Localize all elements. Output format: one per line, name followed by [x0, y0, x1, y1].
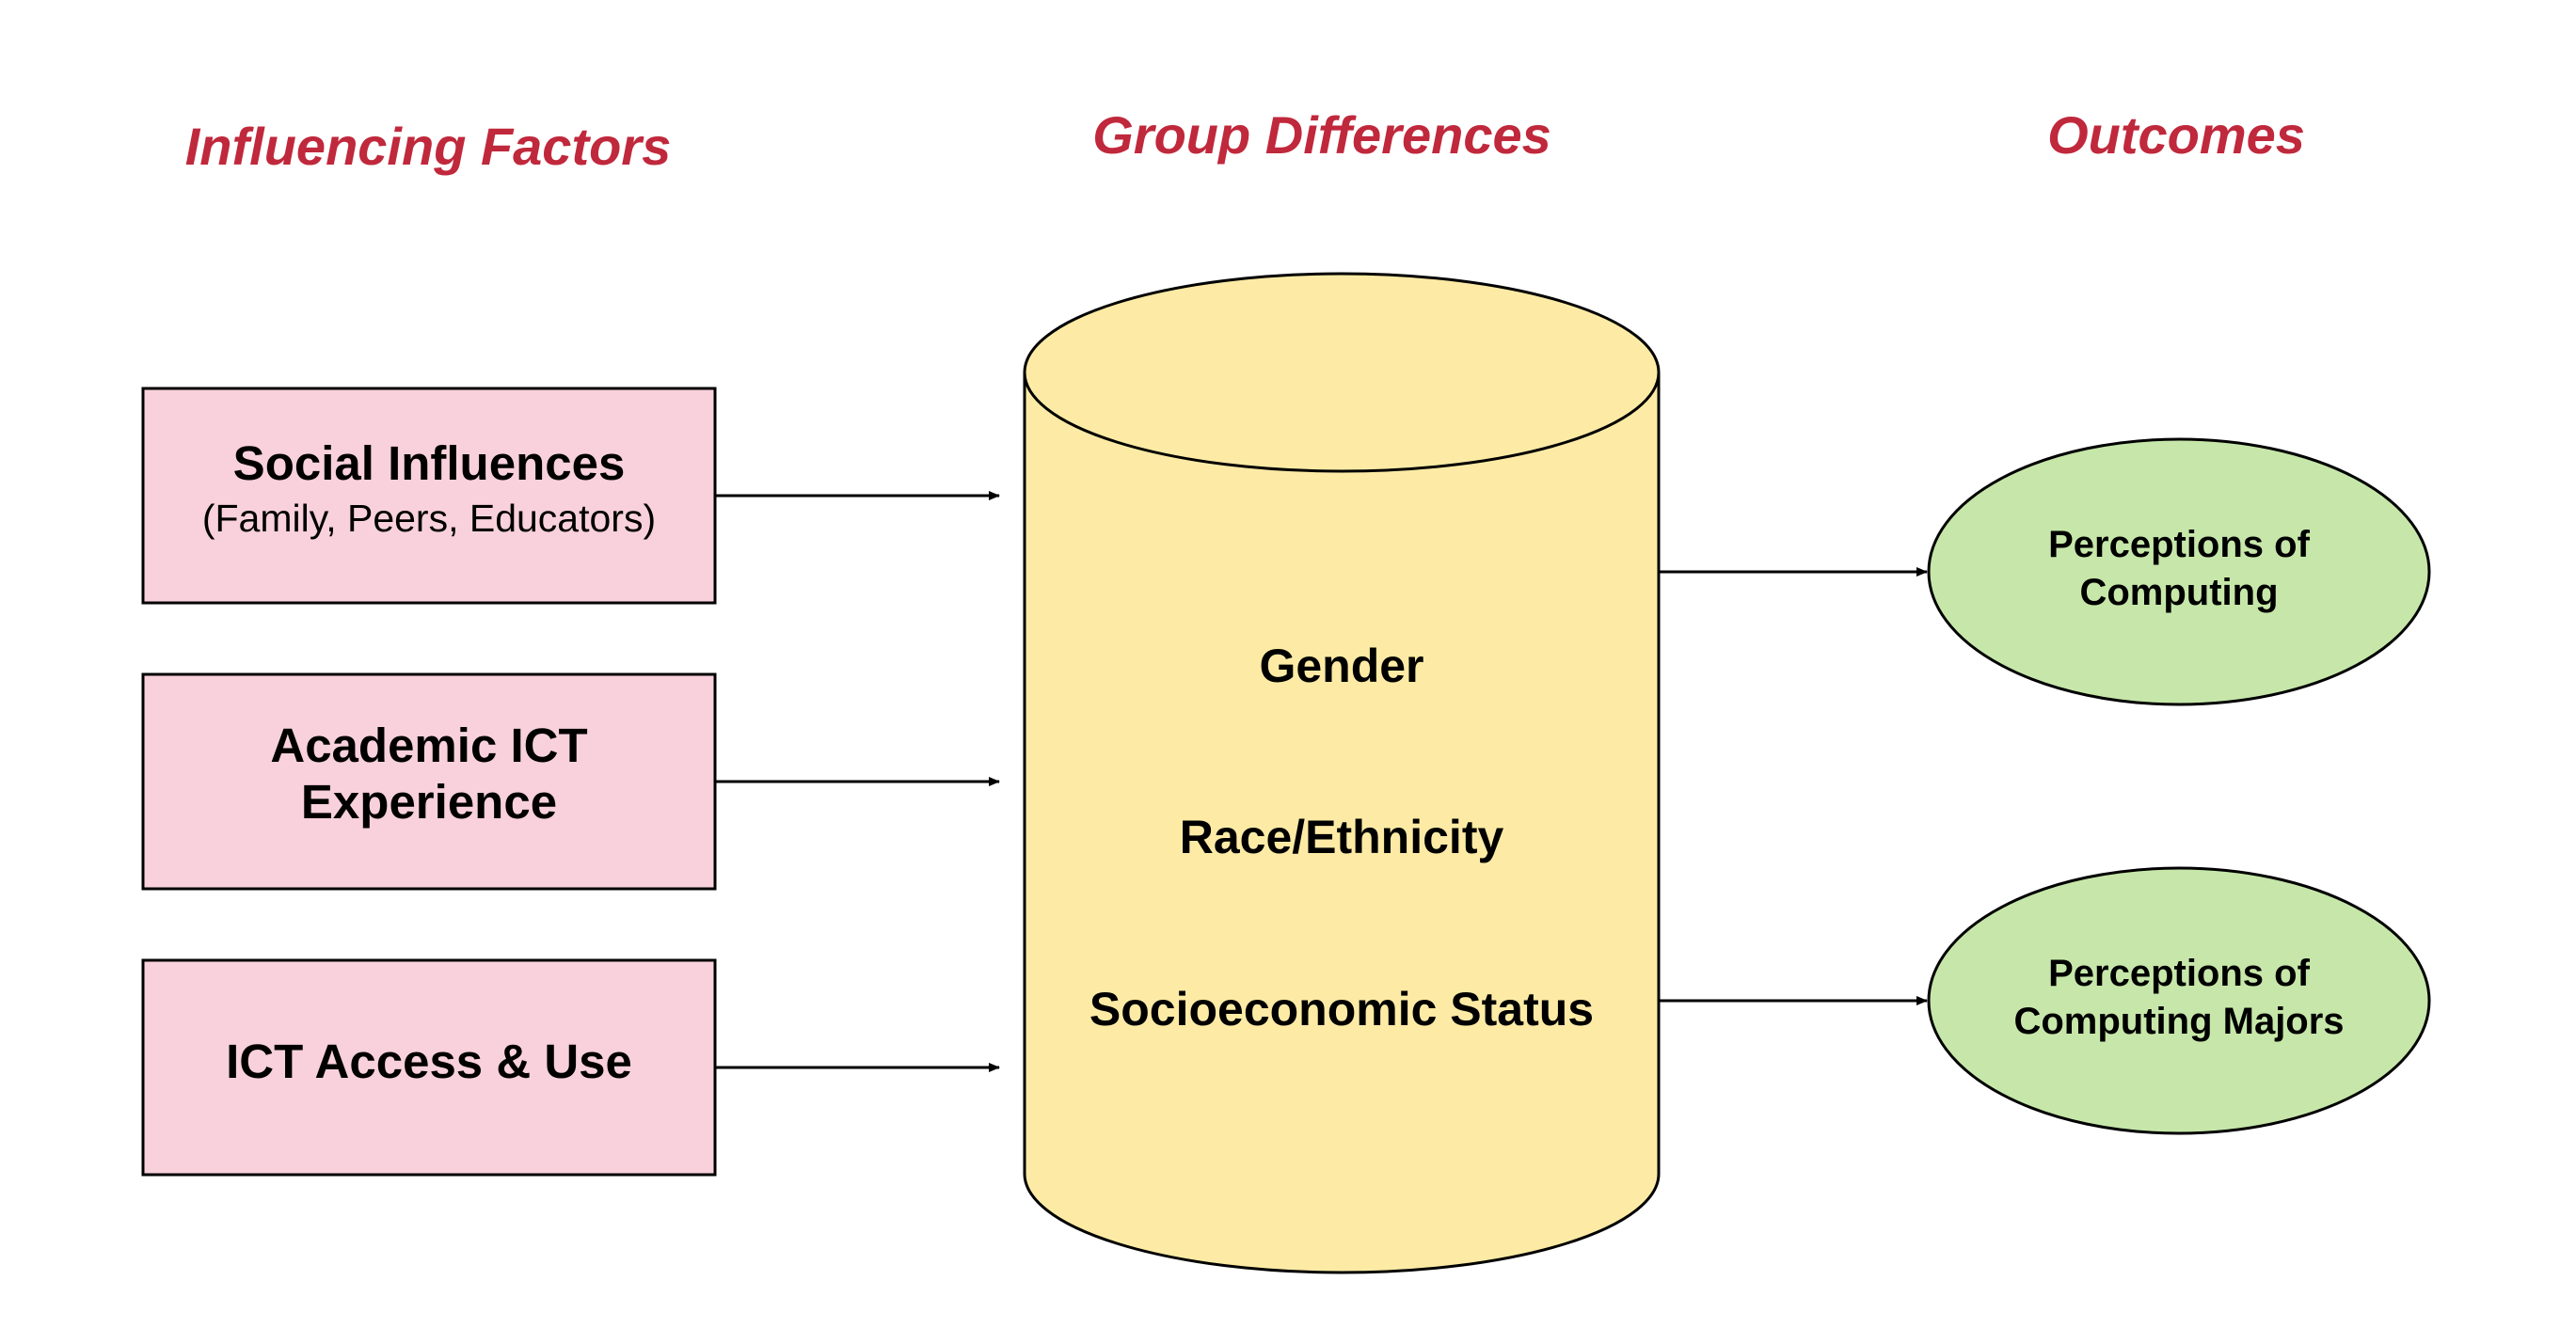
heading-group-differences: Group Differences [1092, 105, 1551, 165]
outcome-perceptions-majors-line1: Perceptions of [2048, 953, 2311, 994]
factor-subtitle-social-influences: (Family, Peers, Educators) [202, 497, 656, 540]
heading-influencing-factors: Influencing Factors [185, 117, 672, 176]
factor-title-social-influences: Social Influences [233, 436, 626, 490]
factor-title-academic-ict-line1: Academic ICT [270, 719, 587, 772]
factor-title-ict-access: ICT Access & Use [226, 1035, 632, 1088]
cylinder-body [1023, 372, 1661, 1274]
outcome-perceptions-computing-majors: Perceptions of Computing Majors [1927, 866, 2431, 1135]
outcome-perceptions-computing-line1: Perceptions of [2048, 524, 2311, 565]
cylinder-top [1023, 272, 1661, 473]
factor-box-social-influences-shape [141, 387, 717, 605]
factor-title-academic-ict-line2: Experience [301, 775, 557, 829]
factor-box-social-influences: Social Influences (Family, Peers, Educat… [141, 387, 717, 605]
factor-box-ict-access: ICT Access & Use [141, 958, 717, 1177]
heading-outcomes: Outcomes [2047, 105, 2305, 165]
group-label-gender: Gender [1259, 640, 1423, 692]
group-label-race-ethnicity: Race/Ethnicity [1180, 811, 1504, 863]
factor-box-academic-ict: Academic ICT Experience [141, 672, 717, 891]
factor-box-ict-access-shape [141, 958, 717, 1177]
factor-box-academic-ict-shape [141, 672, 717, 891]
group-label-socioeconomic-status: Socioeconomic Status [1089, 983, 1594, 1036]
outcome-perceptions-computing-line2: Computing [2079, 572, 2278, 613]
outcome-perceptions-majors-line2: Computing Majors [2013, 1001, 2344, 1042]
outcome-perceptions-computing-shape [1927, 437, 2431, 706]
outcome-perceptions-computing: Perceptions of Computing [1927, 437, 2431, 706]
group-differences-cylinder: Gender Race/Ethnicity Socioeconomic Stat… [1023, 272, 1661, 1274]
outcome-perceptions-majors-shape [1927, 866, 2431, 1135]
